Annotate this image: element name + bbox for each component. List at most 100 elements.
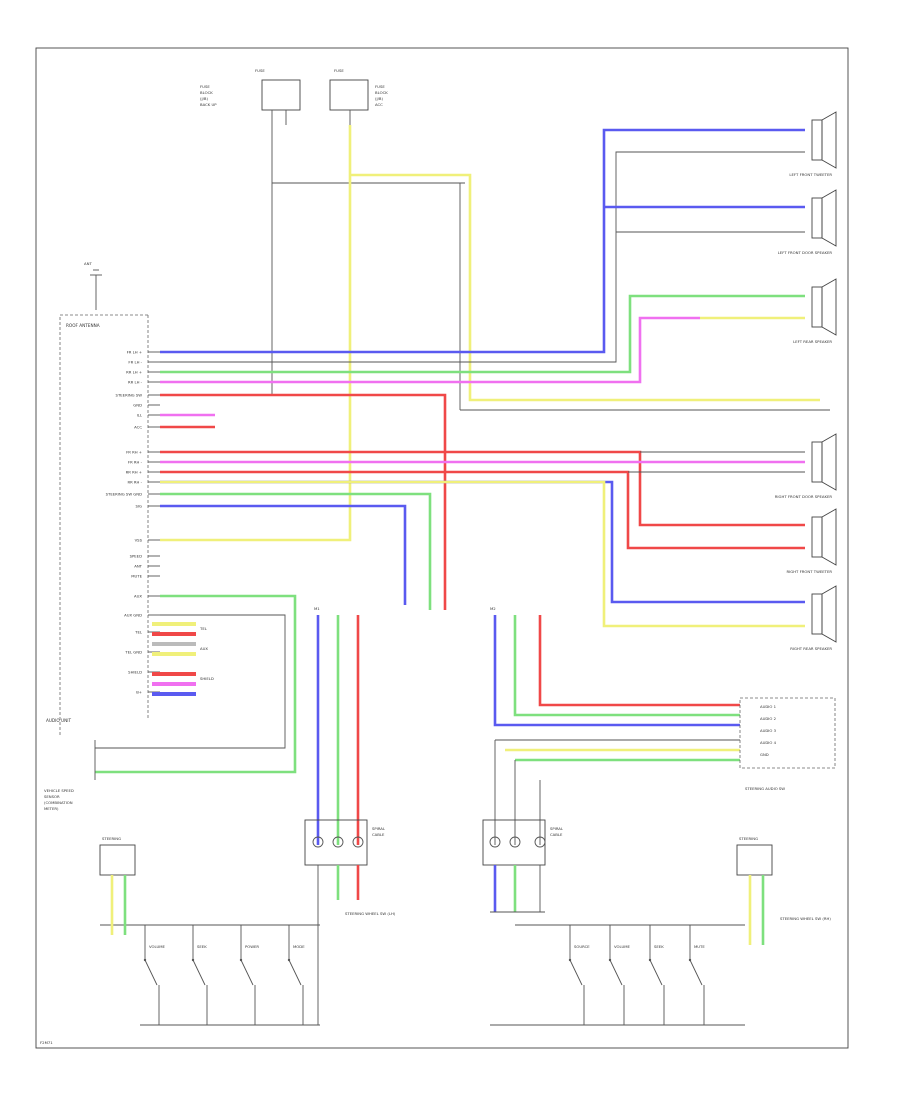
audio-pin-label: SHIELD	[128, 669, 142, 674]
spiral-right-label1: SPIRAL	[550, 826, 564, 831]
control-pin1: AUDIO 1	[760, 704, 777, 709]
speed-sensor-label4: METER)	[44, 806, 59, 811]
sw-right-label: STEERING WHEEL SW (RH)	[780, 916, 831, 921]
switch-cluster-right: SOURCE VOLUME SEEK MUTE STEERING STEERING W…	[490, 836, 831, 1026]
steering-control-unit: AUDIO 1 AUDIO 2 AUDIO 3 AUDIO 4 GND STEE…	[739, 697, 836, 791]
spiral-left-label1: SPIRAL	[372, 826, 386, 831]
vehicle-speed-sensor: VEHICLE SPEED SENSOR (COMBINATION METER)	[44, 740, 96, 811]
sw-left-header: STEERING	[102, 836, 121, 841]
audio-pin-label: SPEED	[130, 553, 142, 558]
fuse-right-desc1: FUSE	[375, 84, 385, 89]
fuse-right-label: FUSE	[334, 68, 344, 73]
wire-red-steering	[160, 393, 447, 610]
switch-label: VOLUME	[149, 944, 166, 949]
audio-pin-label: RR RH +	[126, 469, 142, 474]
switch: MODE	[287, 925, 305, 1025]
speed-sensor-label2: SENSOR	[44, 794, 60, 799]
audio-lower-pins: TEL AUX SHIELD	[152, 622, 214, 696]
spiral-left-label2: CABLE	[372, 832, 385, 837]
wire-vss	[95, 614, 286, 749]
switch-label: VOLUME	[614, 944, 631, 949]
speaker-label: RIGHT FRONT DOOR SPEAKER	[775, 494, 833, 499]
switch: POWER	[239, 925, 259, 1025]
speaker: RIGHT FRONT DOOR SPEAKER	[775, 433, 837, 499]
audio-pin-label: AUX GND	[124, 612, 142, 617]
control-pin2: AUDIO 2	[760, 716, 777, 721]
speaker: RIGHT FRONT TWEETER	[787, 508, 837, 574]
audio-pin-label: ANT	[134, 563, 142, 568]
wire-acc-yellow-right	[350, 173, 820, 402]
wire-blu-steering	[160, 504, 407, 605]
wire-blu-rr-speaker	[160, 480, 805, 604]
diagram-frame	[35, 47, 849, 1049]
lower-pin-desc3: SHIELD	[200, 676, 214, 681]
fuse-block-left: FUSE FUSE BLOCK (J/B) BACK UP	[200, 68, 301, 125]
sw-left-label: STEERING WHEEL SW (LH)	[345, 911, 396, 916]
spiral-right-label2: CABLE	[550, 832, 563, 837]
audio-pin-label: RR RH -	[127, 479, 142, 484]
speaker-label: RIGHT FRONT TWEETER	[787, 569, 833, 574]
audio-pin-label: TEL GND	[124, 649, 142, 654]
audio-pin-label: GND	[133, 402, 142, 407]
fuse-right-desc3: (J/B)	[375, 96, 383, 101]
speaker-label: LEFT FRONT TWEETER	[789, 172, 832, 177]
wire-spiral-r-blu	[493, 615, 740, 727]
fuse-left-desc1: FUSE	[200, 84, 210, 89]
control-pin5: GND	[760, 752, 769, 757]
spiral-right-top-label: M2	[490, 606, 496, 611]
audio-pin-label: AUX	[134, 593, 142, 598]
wire-grn-steering	[160, 492, 432, 610]
switch-label: SEEK	[654, 944, 664, 949]
fuse-left-desc4: BACK UP	[200, 102, 217, 107]
switch-label: MODE	[293, 944, 305, 949]
footer-code: F2M71	[40, 1040, 53, 1045]
switch: SEEK	[191, 925, 208, 1025]
audio-pin-labels: FR LH +FR LH -RR LH +RR LH -STEERING SWG…	[106, 349, 160, 694]
speaker: LEFT FRONT DOOR SPEAKER	[778, 189, 837, 255]
audio-pin-label: FR LH +	[127, 349, 142, 354]
speaker: LEFT FRONT TWEETER	[789, 111, 837, 177]
switch-label: SEEK	[197, 944, 207, 949]
audio-pin-label: FR RH +	[126, 449, 142, 454]
wire-wht-lf-tweeter	[160, 151, 805, 363]
audio-pin-label: ILL	[137, 412, 143, 417]
audio-pin-label: STEERING SW GND	[106, 491, 142, 496]
audio-pin-label: RR LH -	[128, 379, 143, 384]
wire-pnk-lr-speaker	[160, 316, 700, 384]
switch-label: POWER	[245, 944, 259, 949]
switch: SEEK	[648, 925, 665, 1025]
speaker: LEFT REAR SPEAKER	[793, 278, 837, 344]
audio-pin-label: VSS	[135, 537, 143, 542]
antenna: ANT	[84, 261, 102, 310]
fuse-left-label: FUSE	[255, 68, 265, 73]
audio-pin-label: ACC	[134, 424, 142, 429]
switch: VOLUME	[608, 925, 631, 1025]
speed-sensor-label3: (COMBINATION	[44, 800, 73, 805]
control-pin4: AUDIO 4	[760, 740, 777, 745]
fuse-left-desc3: (J/B)	[200, 96, 208, 101]
speaker-label: RIGHT REAR SPEAKER	[790, 646, 832, 651]
lower-pin-desc1: TEL	[199, 626, 208, 631]
audio-unit-title: ROOF ANTENNA	[66, 323, 100, 328]
fuse-block-right: FUSE FUSE BLOCK (J/B) ACC	[329, 68, 388, 125]
lower-pin-desc2: AUX	[200, 646, 208, 651]
wire-lgrn-speed	[95, 594, 297, 774]
switch: VOLUME	[143, 925, 166, 1025]
wire-blu-lf-tweeter	[160, 128, 805, 354]
wire-grn-lr-speaker	[160, 294, 805, 374]
control-unit-label: STEERING AUDIO SW	[745, 786, 785, 791]
switch: MUTE	[688, 925, 705, 1025]
fuse-left-desc2: BLOCK	[200, 90, 213, 95]
audio-pin-label: SIG	[136, 503, 143, 508]
switch-label: MUTE	[694, 944, 705, 949]
spiral-cable-left: SPIRAL CABLE	[304, 819, 386, 866]
switch: SOURCE	[568, 925, 590, 1025]
wire-acc-yellow	[160, 125, 352, 542]
switch-cluster-left: VOLUME SEEK POWER MODE STEERING STEERING WH…	[99, 836, 396, 1026]
switch-label: SOURCE	[574, 944, 590, 949]
sw-right-header: STEERING	[739, 836, 758, 841]
spiral-left-top-label: M1	[314, 606, 320, 611]
audio-pin-label: RR LH +	[126, 369, 142, 374]
audio-unit-label: AUDIO UNIT	[46, 718, 71, 723]
